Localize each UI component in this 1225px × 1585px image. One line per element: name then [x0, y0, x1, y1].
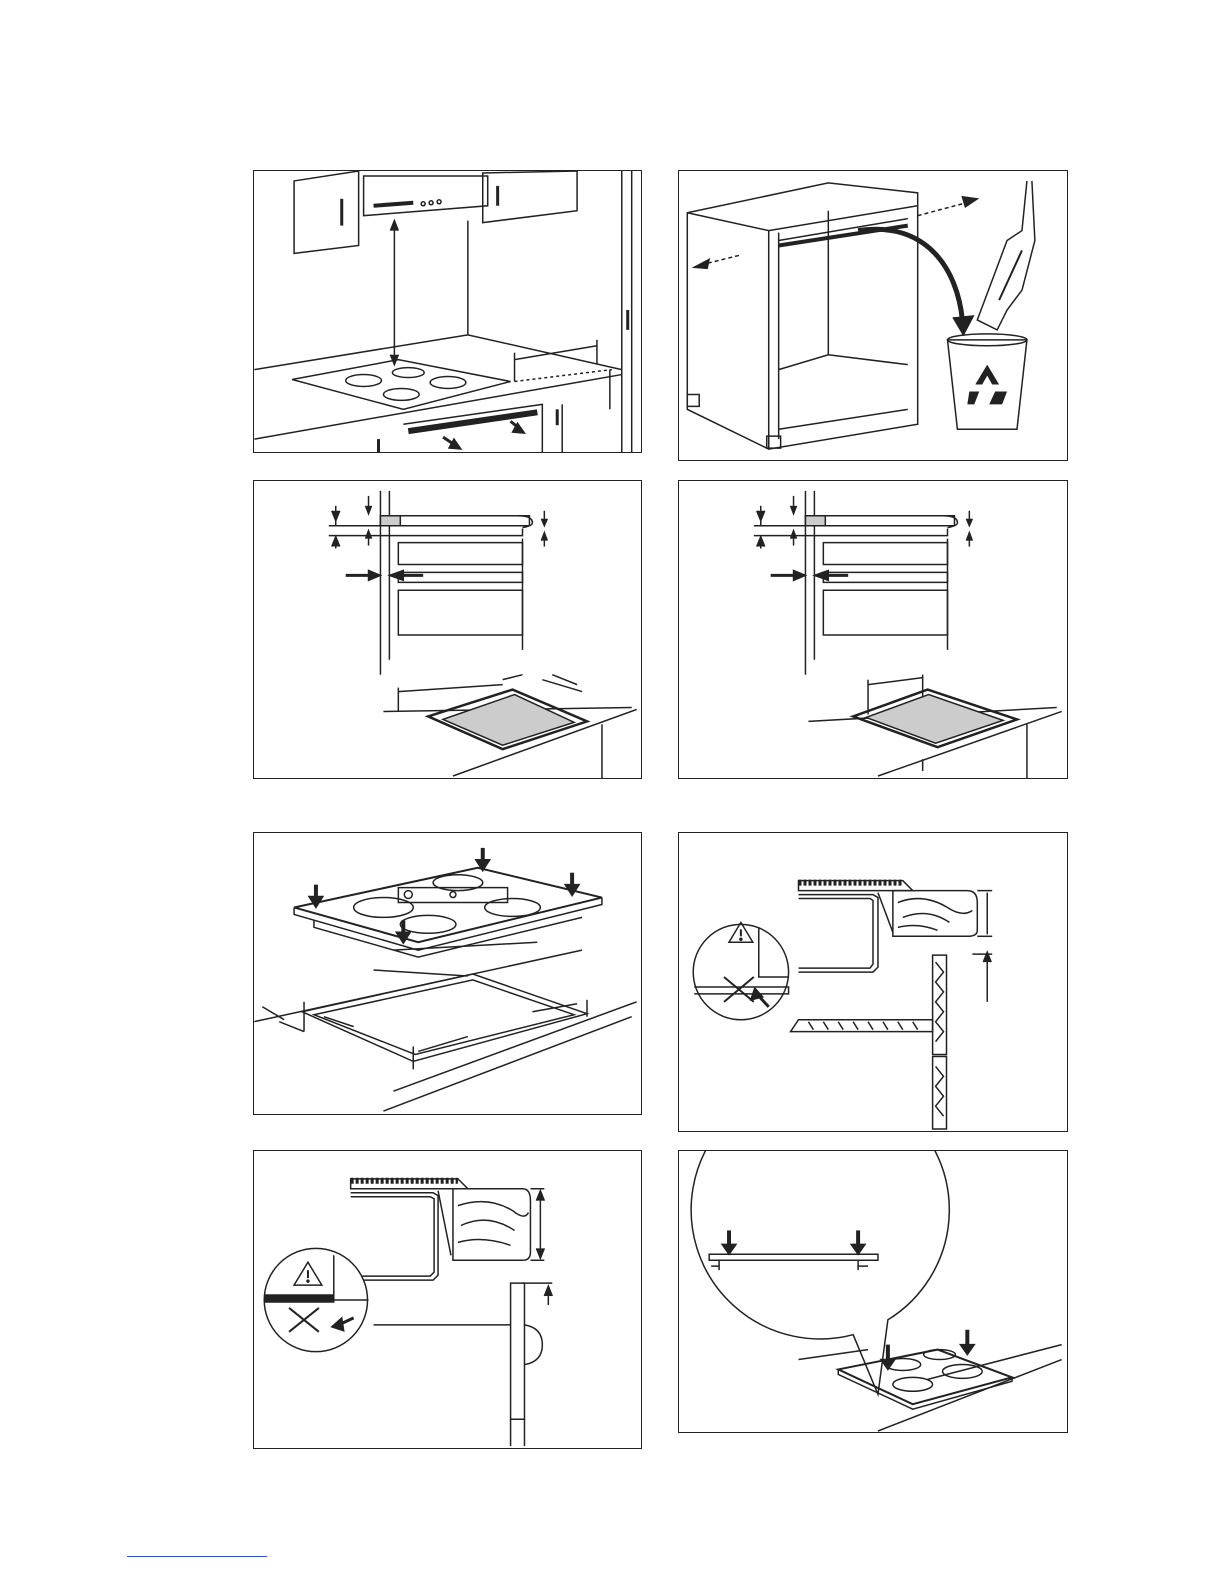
under-counter-drawer-diagram [679, 833, 1067, 1131]
cutout-dimensions-diagram [254, 481, 641, 778]
panel-press-down-installation [678, 1150, 1068, 1433]
recycle-symbol-icon [967, 365, 1007, 405]
press-down-diagram [679, 1151, 1067, 1432]
panel-cabinet-panel-removal [678, 170, 1068, 461]
under-counter-door-diagram [254, 1151, 641, 1448]
hob-seal-diagram [254, 833, 641, 1114]
panel-under-counter-warning-door [253, 1150, 642, 1449]
hood-clearance-diagram [254, 171, 641, 452]
footer-link-underline [127, 1556, 267, 1557]
panel-cutout-drawers [253, 480, 642, 779]
panel-hood-clearance [253, 170, 642, 453]
panel-under-counter-warning-drawer [678, 832, 1068, 1132]
cabinet-removal-diagram [679, 171, 1067, 460]
panel-seal-installation [253, 832, 642, 1115]
panel-cutout-drawers-alt [678, 480, 1068, 779]
cutout-dimensions-alt-diagram [679, 481, 1067, 778]
